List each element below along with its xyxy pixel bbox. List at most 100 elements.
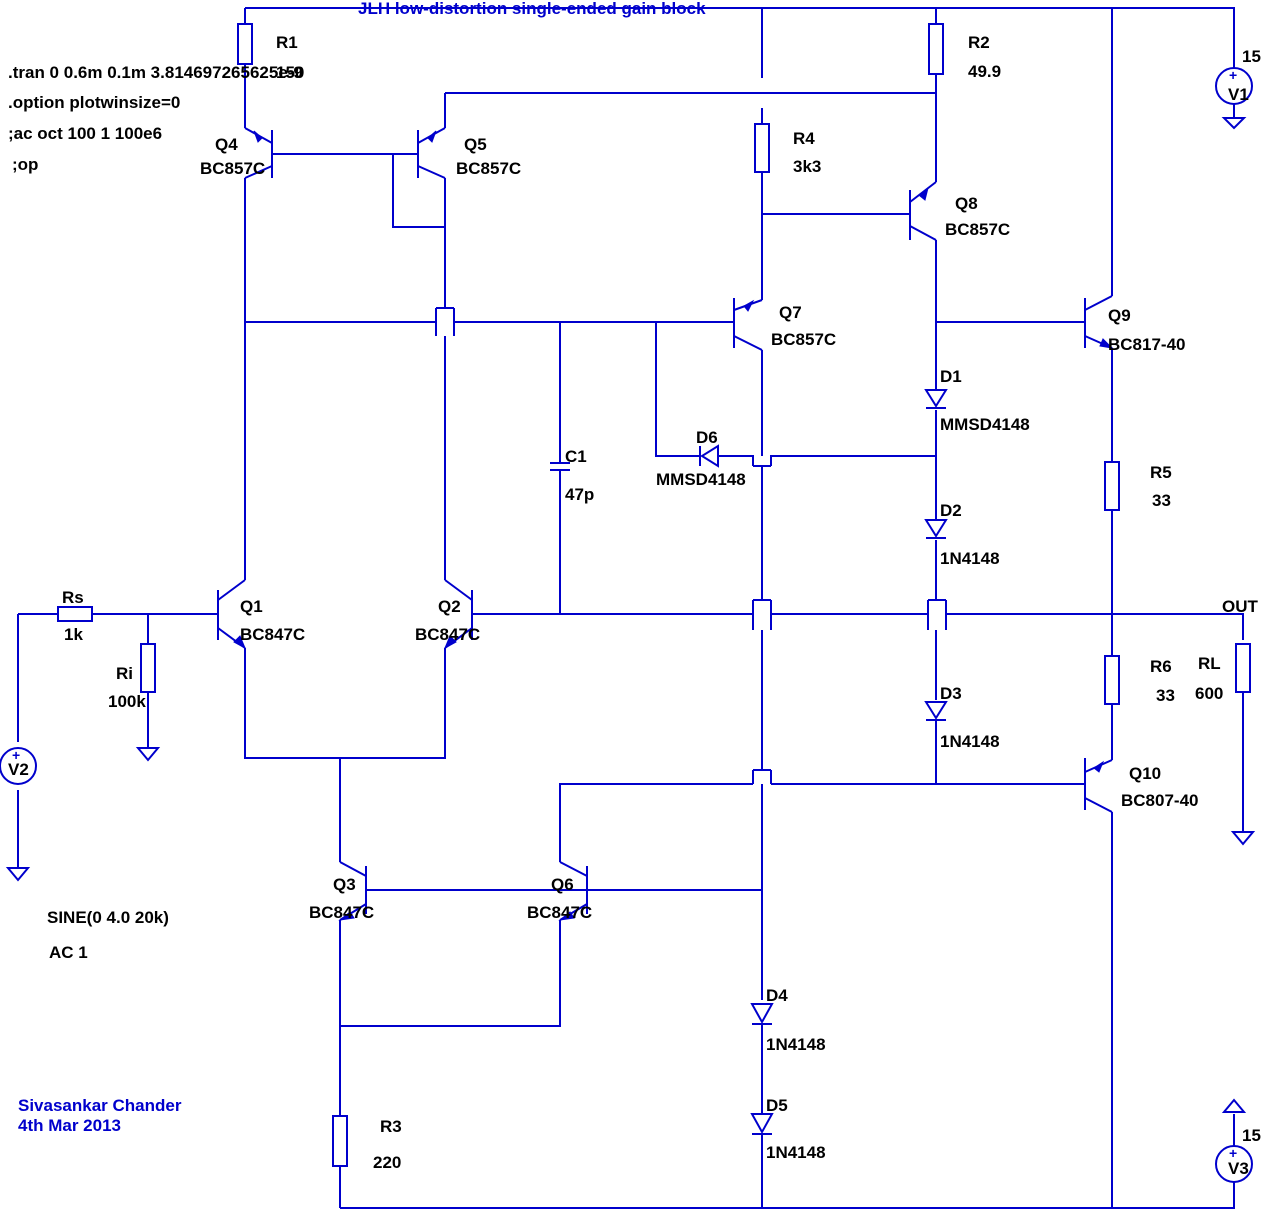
- transistor-q10[interactable]: [1084, 758, 1113, 813]
- rs-name: Rs: [62, 588, 84, 607]
- schematic-title: JLH low-distortion single-ended gain blo…: [358, 0, 706, 18]
- voltage-source-v2[interactable]: +: [0, 747, 37, 785]
- r4-name: R4: [793, 129, 815, 148]
- q5-part: BC857C: [456, 159, 521, 178]
- r4-value: 3k3: [793, 157, 821, 176]
- q8-name: Q8: [955, 194, 978, 213]
- q4-name: Q4: [215, 135, 238, 154]
- q8-part: BC857C: [945, 220, 1010, 239]
- transistor-q3[interactable]: [338, 861, 367, 921]
- v2-ac: AC 1: [49, 943, 88, 962]
- transistor-q7[interactable]: [733, 298, 763, 351]
- q7-part: BC857C: [771, 330, 836, 349]
- directive-op: ;op: [12, 155, 38, 174]
- directive-option: .option plotwinsize=0: [8, 93, 180, 112]
- voltage-source-v1[interactable]: +: [1215, 60, 1253, 112]
- resistor-r5[interactable]: [1104, 461, 1120, 511]
- resistor-r6[interactable]: [1104, 655, 1120, 705]
- resistor-rl[interactable]: [1235, 643, 1251, 693]
- d3-name: D3: [940, 684, 962, 703]
- q7-name: Q7: [779, 303, 802, 322]
- r1-value: 150: [276, 63, 304, 82]
- ground-icon-rl: [1230, 831, 1256, 846]
- r2-value: 49.9: [968, 62, 1001, 81]
- directive-tran: .tran 0 0.6m 0.1m 3.814697265625e-9: [8, 63, 303, 82]
- svg-text:+: +: [1229, 67, 1237, 83]
- author-text: Sivasankar Chander: [18, 1096, 182, 1115]
- q10-name: Q10: [1129, 764, 1161, 783]
- d1-name: D1: [940, 367, 962, 386]
- resistor-rs[interactable]: [57, 606, 93, 622]
- directive-ac: ;ac oct 100 1 100e6: [8, 124, 162, 143]
- rl-name: RL: [1198, 654, 1221, 673]
- q5-name: Q5: [464, 135, 487, 154]
- r6-name: R6: [1150, 657, 1172, 676]
- net-label-out: OUT: [1222, 597, 1259, 616]
- ground-icon-v1: [1221, 117, 1247, 130]
- resistor-r3[interactable]: [332, 1115, 348, 1167]
- r3-value: 220: [373, 1153, 401, 1172]
- rl-value: 600: [1195, 684, 1223, 703]
- transistor-q6[interactable]: [558, 861, 588, 921]
- diode-d3[interactable]: [924, 701, 948, 721]
- supply-arrow-icon-v3: [1221, 1098, 1247, 1113]
- transistor-q2[interactable]: [443, 579, 473, 650]
- resistor-r1[interactable]: [237, 23, 253, 65]
- r5-name: R5: [1150, 463, 1172, 482]
- q10-part: BC807-40: [1121, 791, 1199, 810]
- transistor-q8[interactable]: [909, 181, 937, 241]
- d2-part: 1N4148: [940, 549, 1000, 568]
- r6-value: 33: [1156, 686, 1175, 705]
- ground-icon-v2: [5, 867, 31, 882]
- diode-d2[interactable]: [924, 519, 948, 539]
- d5-name: D5: [766, 1096, 788, 1115]
- date-text: 4th Mar 2013: [18, 1116, 121, 1135]
- diode-d4[interactable]: [750, 1003, 774, 1025]
- d1-part: MMSD4148: [940, 415, 1030, 434]
- resistor-ri[interactable]: [140, 643, 156, 693]
- d6-part: MMSD4148: [656, 470, 746, 489]
- c1-name: C1: [565, 447, 587, 466]
- r2-name: R2: [968, 33, 990, 52]
- transistor-q5[interactable]: [417, 127, 446, 179]
- diode-d5[interactable]: [750, 1113, 774, 1135]
- r3-name: R3: [380, 1117, 402, 1136]
- resistor-r2[interactable]: [928, 23, 944, 75]
- diode-d6[interactable]: [699, 444, 719, 468]
- r1-name: R1: [276, 33, 298, 52]
- d2-name: D2: [940, 501, 962, 520]
- ground-symbols: [5, 117, 1256, 1113]
- r5-value: 33: [1152, 491, 1171, 510]
- rs-value: 1k: [64, 625, 83, 644]
- transistor-q4[interactable]: [244, 127, 273, 179]
- q9-part: BC817-40: [1108, 335, 1186, 354]
- ri-name: Ri: [116, 664, 133, 683]
- transistor-q1[interactable]: [217, 579, 247, 650]
- q4-part: BC857C: [200, 159, 265, 178]
- q2-part: BC847C: [415, 625, 480, 644]
- ground-icon-ri: [135, 747, 161, 762]
- c1-value: 47p: [565, 485, 594, 504]
- v1-name: V1: [1228, 85, 1249, 104]
- ri-value: 100k: [108, 692, 146, 711]
- transistor-q9[interactable]: [1084, 295, 1114, 349]
- q3-part: BC847C: [309, 903, 374, 922]
- resistor-r4[interactable]: [754, 123, 770, 173]
- v3-value: 15: [1242, 1126, 1261, 1145]
- q6-name: Q6: [551, 875, 574, 894]
- diode-d1[interactable]: [924, 389, 948, 409]
- d4-name: D4: [766, 986, 788, 1005]
- voltage-source-v3[interactable]: +: [1215, 1142, 1253, 1192]
- q1-name: Q1: [240, 597, 263, 616]
- d4-part: 1N4148: [766, 1035, 826, 1054]
- d6-name: D6: [696, 428, 718, 447]
- capacitor-c1[interactable]: [550, 462, 570, 471]
- v2-name: V2: [8, 760, 29, 779]
- v1-value: 15: [1242, 47, 1261, 66]
- svg-text:+: +: [12, 747, 20, 763]
- svg-text:+: +: [1229, 1145, 1237, 1161]
- wires: [17, 7, 1244, 1209]
- q2-name: Q2: [438, 597, 461, 616]
- d3-part: 1N4148: [940, 732, 1000, 751]
